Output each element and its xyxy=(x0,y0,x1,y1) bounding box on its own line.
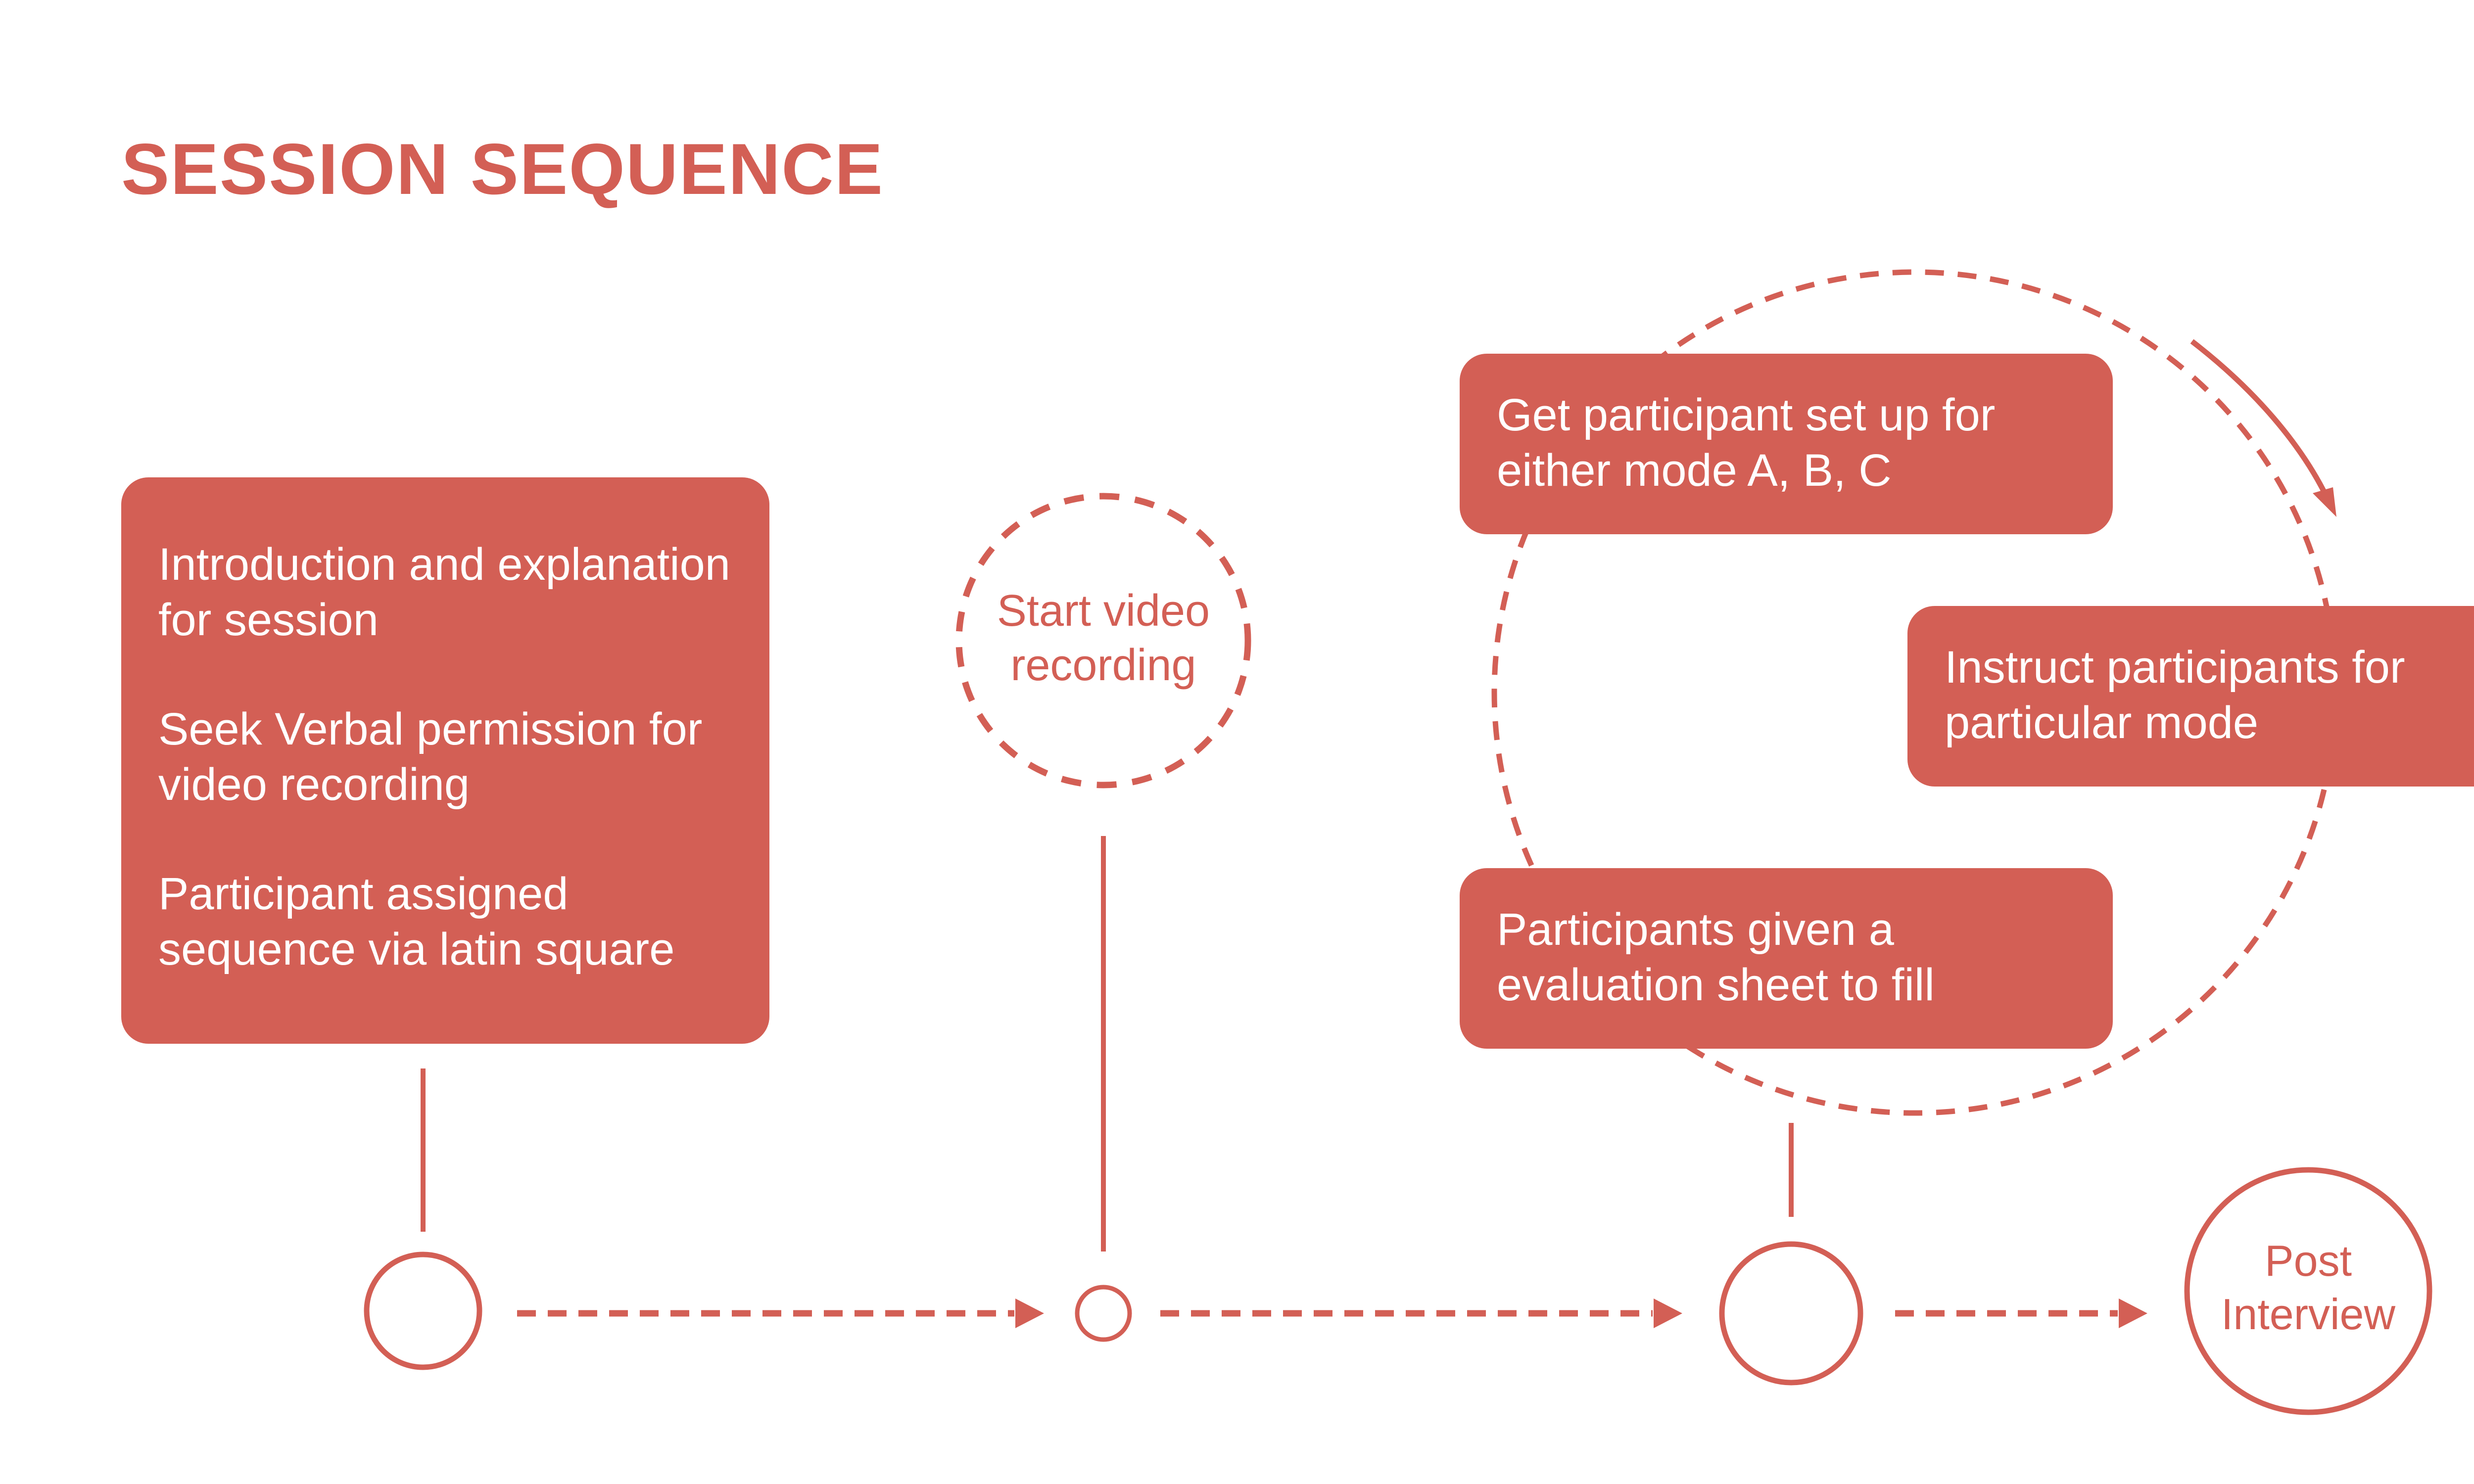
intro-box: Introduction and explanation for session… xyxy=(121,477,769,1044)
timeline-node-1 xyxy=(364,1252,482,1370)
start-video-dashed-circle xyxy=(955,493,1251,788)
post-interview-label: Post Interview xyxy=(2221,1236,2396,1339)
loop-evaluate-box: Participants given a evaluation sheet to… xyxy=(1460,868,2113,1049)
loop-direction-arrow-icon xyxy=(2190,339,2336,517)
loop-evaluate-text: Participants given a evaluation sheet to… xyxy=(1497,904,1935,1010)
loop-setup-text: Get participant set up for either mode A… xyxy=(1497,390,1996,496)
loop-instruct-box: Instruct participants for particular mod… xyxy=(1907,606,2474,787)
intro-step-latin-square: Participant assigned sequence via latin … xyxy=(158,869,675,974)
start-video-label: Start video recording xyxy=(997,586,1210,690)
loop-instruct-text: Instruct participants for particular mod… xyxy=(1945,642,2405,748)
intro-step-permission: Seek Verbal permission for video recordi… xyxy=(158,704,703,810)
timeline-node-post-interview xyxy=(2184,1167,2432,1415)
intro-step-explanation: Introduction and explanation for session xyxy=(158,539,730,645)
page-title: SESSION SEQUENCE xyxy=(121,129,884,209)
timeline-arrow-2 xyxy=(1160,1298,1682,1328)
loop-setup-box: Get participant set up for either mode A… xyxy=(1460,354,2113,534)
timeline-node-3 xyxy=(1719,1241,1863,1386)
timeline-arrow-1 xyxy=(517,1298,1044,1328)
timeline-node-2 xyxy=(1075,1285,1132,1342)
timeline-arrow-3 xyxy=(1895,1298,2147,1328)
